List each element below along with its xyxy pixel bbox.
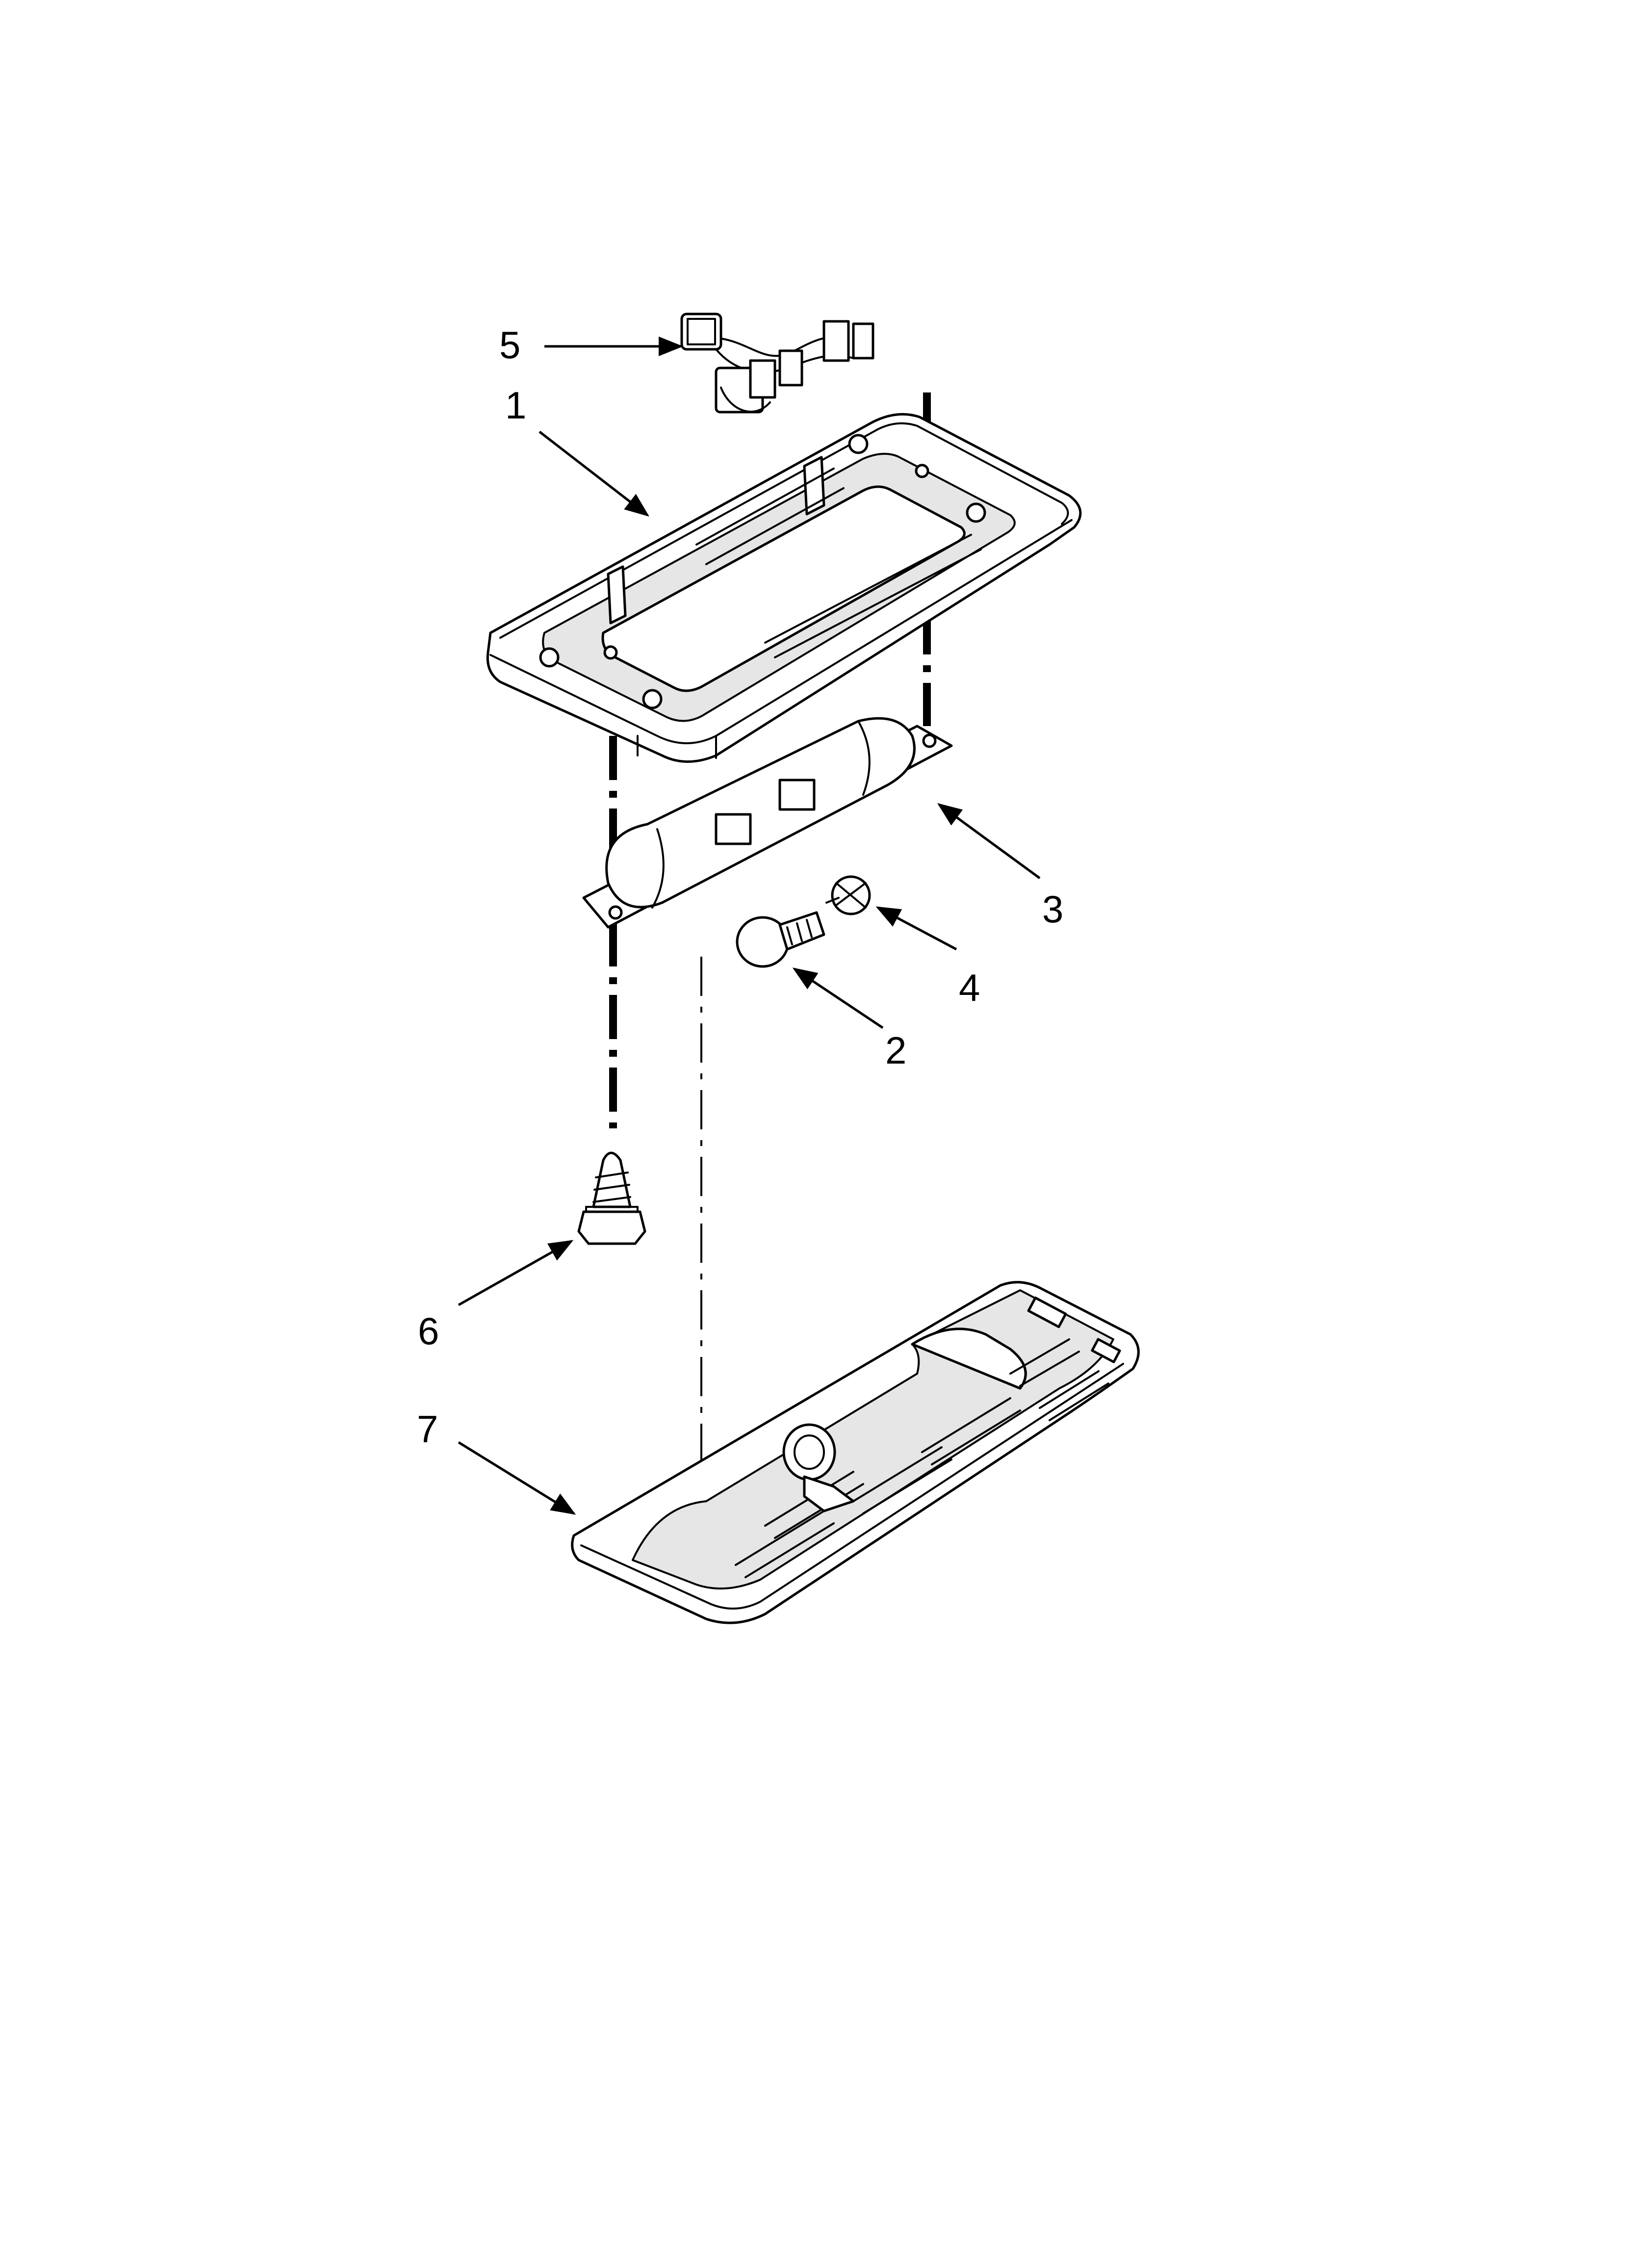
leader-4	[875, 906, 957, 951]
housing-rib-lines-lower	[764, 534, 982, 658]
harness-terminal-1	[749, 359, 776, 399]
socket-detail	[835, 882, 867, 909]
part-4-socket	[825, 875, 871, 915]
housing-clip-right	[803, 456, 825, 516]
leader-2	[792, 967, 884, 1029]
callout-4: 4	[959, 966, 980, 1009]
cover-pull-tab	[803, 1475, 855, 1512]
callout-1: 1	[505, 384, 526, 427]
screw-threads	[592, 1172, 631, 1203]
cover-tab-far-right	[1091, 1338, 1121, 1363]
cover-raised-section	[911, 1328, 1027, 1390]
cover-slot-4	[921, 1397, 1021, 1465]
cover-pull-ring	[782, 1423, 836, 1481]
harness-terminal-3	[822, 320, 850, 362]
leader-7	[458, 1441, 576, 1515]
part-7-lens-cover	[571, 1281, 1140, 1624]
harness-loop	[720, 387, 771, 413]
part-6-screw	[577, 1151, 646, 1245]
harness-connector-left-face	[687, 318, 716, 345]
housing-clip-left	[607, 565, 627, 625]
part-5-wire-harness	[680, 313, 874, 414]
housing-edge-lines	[637, 735, 717, 759]
screw-tip-shank	[592, 1151, 632, 1208]
harness-connector-left	[680, 313, 722, 351]
housing-hole-2	[642, 689, 663, 709]
screw-hex-head	[577, 1210, 646, 1245]
socket-base-dome	[605, 717, 916, 909]
harness-terminal-4	[852, 322, 874, 360]
socket-terminal-left	[715, 813, 752, 845]
leader-6	[458, 1240, 574, 1306]
socket-dome-edge-left	[651, 828, 665, 909]
housing-bottom-lip	[489, 519, 1073, 744]
cover-slot-1	[735, 1510, 835, 1578]
callouts: 5 1 3 4 2 6 7	[417, 323, 1063, 1451]
cover-pull-ring-inner	[794, 1434, 825, 1470]
socket-dome-edge-right	[857, 720, 871, 796]
screw-washer	[585, 1206, 639, 1213]
part-2-light-bulb	[736, 911, 825, 968]
callout-2: 2	[885, 1029, 906, 1072]
leader-3	[937, 803, 1041, 880]
housing-top-rim	[499, 422, 1069, 639]
cover-slot-3	[852, 1446, 952, 1514]
part-1-light-housing	[486, 413, 1082, 763]
housing-hole-1	[539, 647, 560, 668]
screw-boss-right	[915, 464, 929, 478]
callout-5: 5	[499, 323, 520, 366]
callout-7: 7	[417, 1408, 438, 1451]
housing-hole-4	[966, 502, 986, 523]
housing-rib-lines	[695, 468, 845, 565]
part-3-socket-base	[582, 717, 953, 929]
socket-hole-left	[608, 905, 623, 920]
callout-3: 3	[1042, 887, 1063, 931]
socket-spring	[825, 897, 840, 904]
cover-slot-5	[1009, 1338, 1080, 1387]
socket-terminal-right	[778, 779, 816, 811]
leader-lines	[458, 337, 1041, 1515]
bulb-base-thread	[786, 919, 813, 945]
cover-tab-right	[1027, 1296, 1067, 1329]
cover-front-lip	[580, 1363, 1124, 1610]
leader-1	[539, 431, 649, 517]
screw-boss-left	[603, 645, 618, 660]
callout-6: 6	[418, 1309, 439, 1353]
cover-slot-6	[1039, 1370, 1109, 1421]
harness-terminal-2	[778, 349, 803, 387]
housing-hole-3	[848, 434, 869, 454]
bulb-base	[778, 911, 825, 951]
socket-hole-right	[922, 733, 937, 748]
